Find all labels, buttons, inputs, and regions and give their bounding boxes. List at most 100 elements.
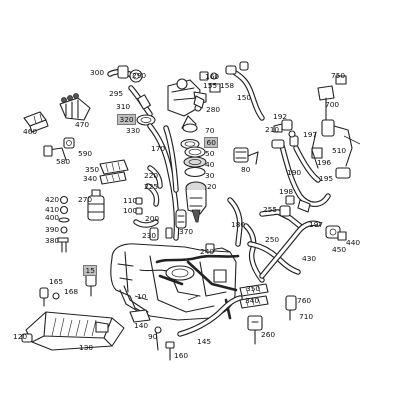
callout-310[interactable]: 310 [116, 102, 131, 111]
callout-250[interactable]: 250 [265, 235, 280, 244]
hose-clamp-290 [107, 65, 143, 83]
callout-145[interactable]: 145 [197, 337, 212, 346]
callout-30[interactable]: 30 [205, 171, 215, 180]
callout-158[interactable]: 158 [220, 81, 235, 90]
callout-510[interactable]: 510 [332, 146, 347, 155]
callout-350a[interactable]: 350 [85, 165, 100, 174]
callout-100[interactable]: 100 [123, 206, 138, 215]
valve-210 [273, 119, 296, 138]
callout-470[interactable]: 470 [75, 120, 90, 129]
callout-750[interactable]: 750 [331, 71, 346, 80]
plug-590 [63, 137, 75, 149]
callout-580[interactable]: 580 [56, 157, 71, 166]
carbon-canister-130 [21, 311, 125, 351]
callout-280[interactable]: 280 [206, 105, 221, 114]
callout-170[interactable]: 170 [151, 144, 166, 153]
callout-370[interactable]: 370 [179, 227, 194, 236]
fitting-155 [199, 71, 221, 93]
callout-590[interactable]: 590 [78, 149, 93, 158]
callout-295[interactable]: 295 [109, 89, 124, 98]
callout-200[interactable]: 200 [145, 214, 160, 223]
callout-240[interactable]: 240 [200, 247, 215, 256]
float-gauge-60 [233, 147, 259, 165]
callout-196[interactable]: 196 [317, 158, 332, 167]
vent-line-150 [225, 61, 265, 121]
bracket-460 [23, 111, 49, 133]
callout-40[interactable]: 40 [205, 160, 215, 169]
callout-230[interactable]: 230 [142, 231, 157, 240]
cover-350 [99, 159, 129, 185]
callout-225[interactable]: 225 [144, 182, 159, 191]
callout-15[interactable]: 15 [83, 265, 98, 276]
callout-255[interactable]: 255 [263, 205, 278, 214]
callout-460[interactable]: 460 [23, 127, 38, 136]
callout-410[interactable]: 410 [45, 205, 60, 214]
callout-80[interactable]: 80 [241, 165, 251, 174]
valve-165 [39, 287, 60, 307]
callout-150[interactable]: 150 [237, 93, 252, 102]
callout-340b[interactable]: 340 [245, 296, 260, 305]
fitting-760 [285, 295, 297, 321]
callout-300[interactable]: 300 [90, 68, 105, 77]
callout-430[interactable]: 430 [302, 254, 317, 263]
module-470 [59, 93, 91, 121]
callout-197a[interactable]: 197 [303, 130, 318, 139]
callout-160[interactable]: 160 [205, 72, 220, 81]
callout-155[interactable]: 155 [203, 81, 218, 90]
hose-220 [145, 165, 163, 207]
callout-20[interactable]: 20 [207, 182, 217, 191]
small-parts-column [57, 195, 70, 253]
callout-60[interactable]: 60 [204, 137, 219, 148]
clip-110 [133, 197, 159, 228]
callout-440[interactable]: 440 [346, 238, 361, 247]
fuel-sender-510 [311, 75, 361, 179]
callout-330[interactable]: 330 [126, 126, 141, 135]
callout-700[interactable]: 700 [325, 100, 340, 109]
callout-710[interactable]: 710 [299, 312, 314, 321]
connector-370 [149, 209, 187, 241]
fitting-440 [325, 225, 347, 241]
callout-160-bottom[interactable]: 160 [174, 351, 189, 360]
callout-320[interactable]: 320 [117, 114, 137, 125]
callout-390[interactable]: 390 [45, 225, 60, 234]
callout-450[interactable]: 450 [332, 245, 347, 254]
callout-70[interactable]: 70 [205, 126, 215, 135]
callout-400[interactable]: 400 [45, 213, 60, 222]
callout-168[interactable]: 168 [64, 287, 79, 296]
callout-192[interactable]: 192 [273, 112, 288, 121]
callout-290[interactable]: 290 [132, 71, 147, 80]
pump-270 [87, 189, 105, 221]
tank-seal-rings [180, 123, 207, 223]
callout-120[interactable]: 120 [13, 332, 28, 341]
callout-220[interactable]: 220 [144, 171, 159, 180]
sensor-580 [43, 145, 67, 161]
fuel-line-180 [205, 197, 243, 253]
callout-50[interactable]: 50 [205, 149, 215, 158]
callout-195[interactable]: 195 [319, 174, 334, 183]
callout-165[interactable]: 165 [49, 277, 64, 286]
callout-140[interactable]: 140 [134, 321, 149, 330]
callout-260[interactable]: 260 [261, 330, 276, 339]
callout-380[interactable]: 380 [45, 236, 60, 245]
callout-760[interactable]: 760 [297, 296, 312, 305]
connector-260 [247, 315, 263, 345]
callout-110[interactable]: 110 [123, 196, 138, 205]
callout-340a[interactable]: 340 [83, 174, 98, 183]
callout-90[interactable]: 90 [148, 332, 158, 341]
callout-198[interactable]: 198 [279, 187, 294, 196]
clip-280 [193, 95, 205, 109]
fuel-line-145 [177, 295, 243, 337]
callout-197b[interactable]: 197 [309, 220, 324, 229]
callout-180[interactable]: 180 [231, 220, 246, 229]
callout-420[interactable]: 420 [45, 195, 60, 204]
callout-130[interactable]: 130 [79, 343, 94, 352]
hose-295 [128, 85, 156, 126]
callout-270[interactable]: 270 [78, 195, 93, 204]
callout-350b[interactable]: 350 [246, 284, 261, 293]
callout-190[interactable]: 190 [287, 168, 302, 177]
bracket-140 [129, 309, 162, 351]
callout-210[interactable]: 210 [265, 125, 280, 134]
callout-10[interactable]: 10 [137, 292, 147, 301]
